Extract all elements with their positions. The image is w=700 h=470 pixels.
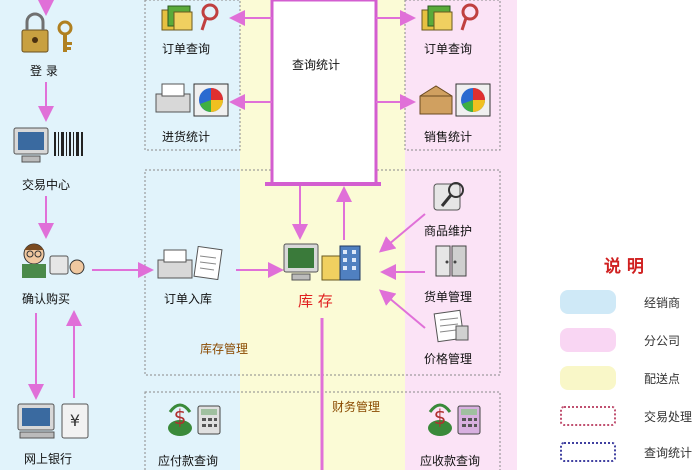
goods-manage-label: 货单管理 <box>424 290 473 304</box>
stock-label: 库 存 <box>298 292 333 310</box>
price-manage-label: 价格管理 <box>424 352 473 366</box>
money-calculator-left-icon: $ <box>160 398 224 438</box>
magnifier-tool-icon <box>432 178 472 214</box>
printer-piechart-icon <box>154 82 232 120</box>
folders-magnifier-right-icon <box>420 2 484 34</box>
query-frame-left <box>144 0 241 151</box>
svg-text:$: $ <box>174 405 187 429</box>
payable-query-label: 应付款查询 <box>158 454 219 468</box>
box-piechart-icon <box>416 82 494 120</box>
finance-section-title: 财务管理 <box>332 400 381 414</box>
online-bank-label: 网上银行 <box>24 452 73 466</box>
legend-swatch-branch <box>560 328 616 352</box>
legend-label-query: 查询统计 <box>644 446 693 460</box>
money-calculator-right-icon: $ <box>420 398 484 438</box>
order-query-right-label: 订单查询 <box>424 42 473 56</box>
shopper-icon <box>18 240 88 280</box>
purchase-stats-label: 进货统计 <box>162 130 211 144</box>
computer-barcode-icon <box>12 126 88 166</box>
legend-swatch-query <box>560 442 616 462</box>
legend-swatch-delivery <box>560 366 616 390</box>
fax-document-icon <box>156 245 226 281</box>
query-center-box <box>270 0 378 186</box>
legend-zone <box>517 0 700 470</box>
receivable-query-label: 应收款查询 <box>420 454 481 468</box>
login-label: 登 录 <box>30 64 58 78</box>
confirm-buy-label: 确认购买 <box>22 292 71 306</box>
price-document-icon <box>432 308 472 344</box>
sales-stats-label: 销售统计 <box>424 130 473 144</box>
folders-magnifier-icon <box>160 2 224 34</box>
svg-text:$: $ <box>434 405 447 429</box>
bank-computer-icon: ¥ <box>16 402 96 442</box>
legend-label-distributor: 经销商 <box>644 296 681 310</box>
computer-building-icon <box>282 242 364 284</box>
legend-title: 说 明 <box>604 257 644 277</box>
inventory-section-title: 库存管理 <box>200 342 249 356</box>
legend-swatch-distributor <box>560 290 616 314</box>
lock-key-icon <box>20 12 80 56</box>
legend-label-trade: 交易处理 <box>644 410 693 424</box>
doors-icon <box>434 244 470 278</box>
svg-text:¥: ¥ <box>70 411 80 430</box>
product-maintain-label: 商品维护 <box>424 224 473 238</box>
legend-swatch-trade <box>560 406 616 426</box>
order-query-left-label: 订单查询 <box>162 42 211 56</box>
query-frame-right <box>404 0 501 151</box>
order-in-label: 订单入库 <box>164 292 213 306</box>
query-section-title: 查询统计 <box>292 58 341 72</box>
trade-center-label: 交易中心 <box>22 178 71 192</box>
legend-label-delivery: 配送点 <box>644 372 681 386</box>
legend-label-branch: 分公司 <box>644 334 681 348</box>
